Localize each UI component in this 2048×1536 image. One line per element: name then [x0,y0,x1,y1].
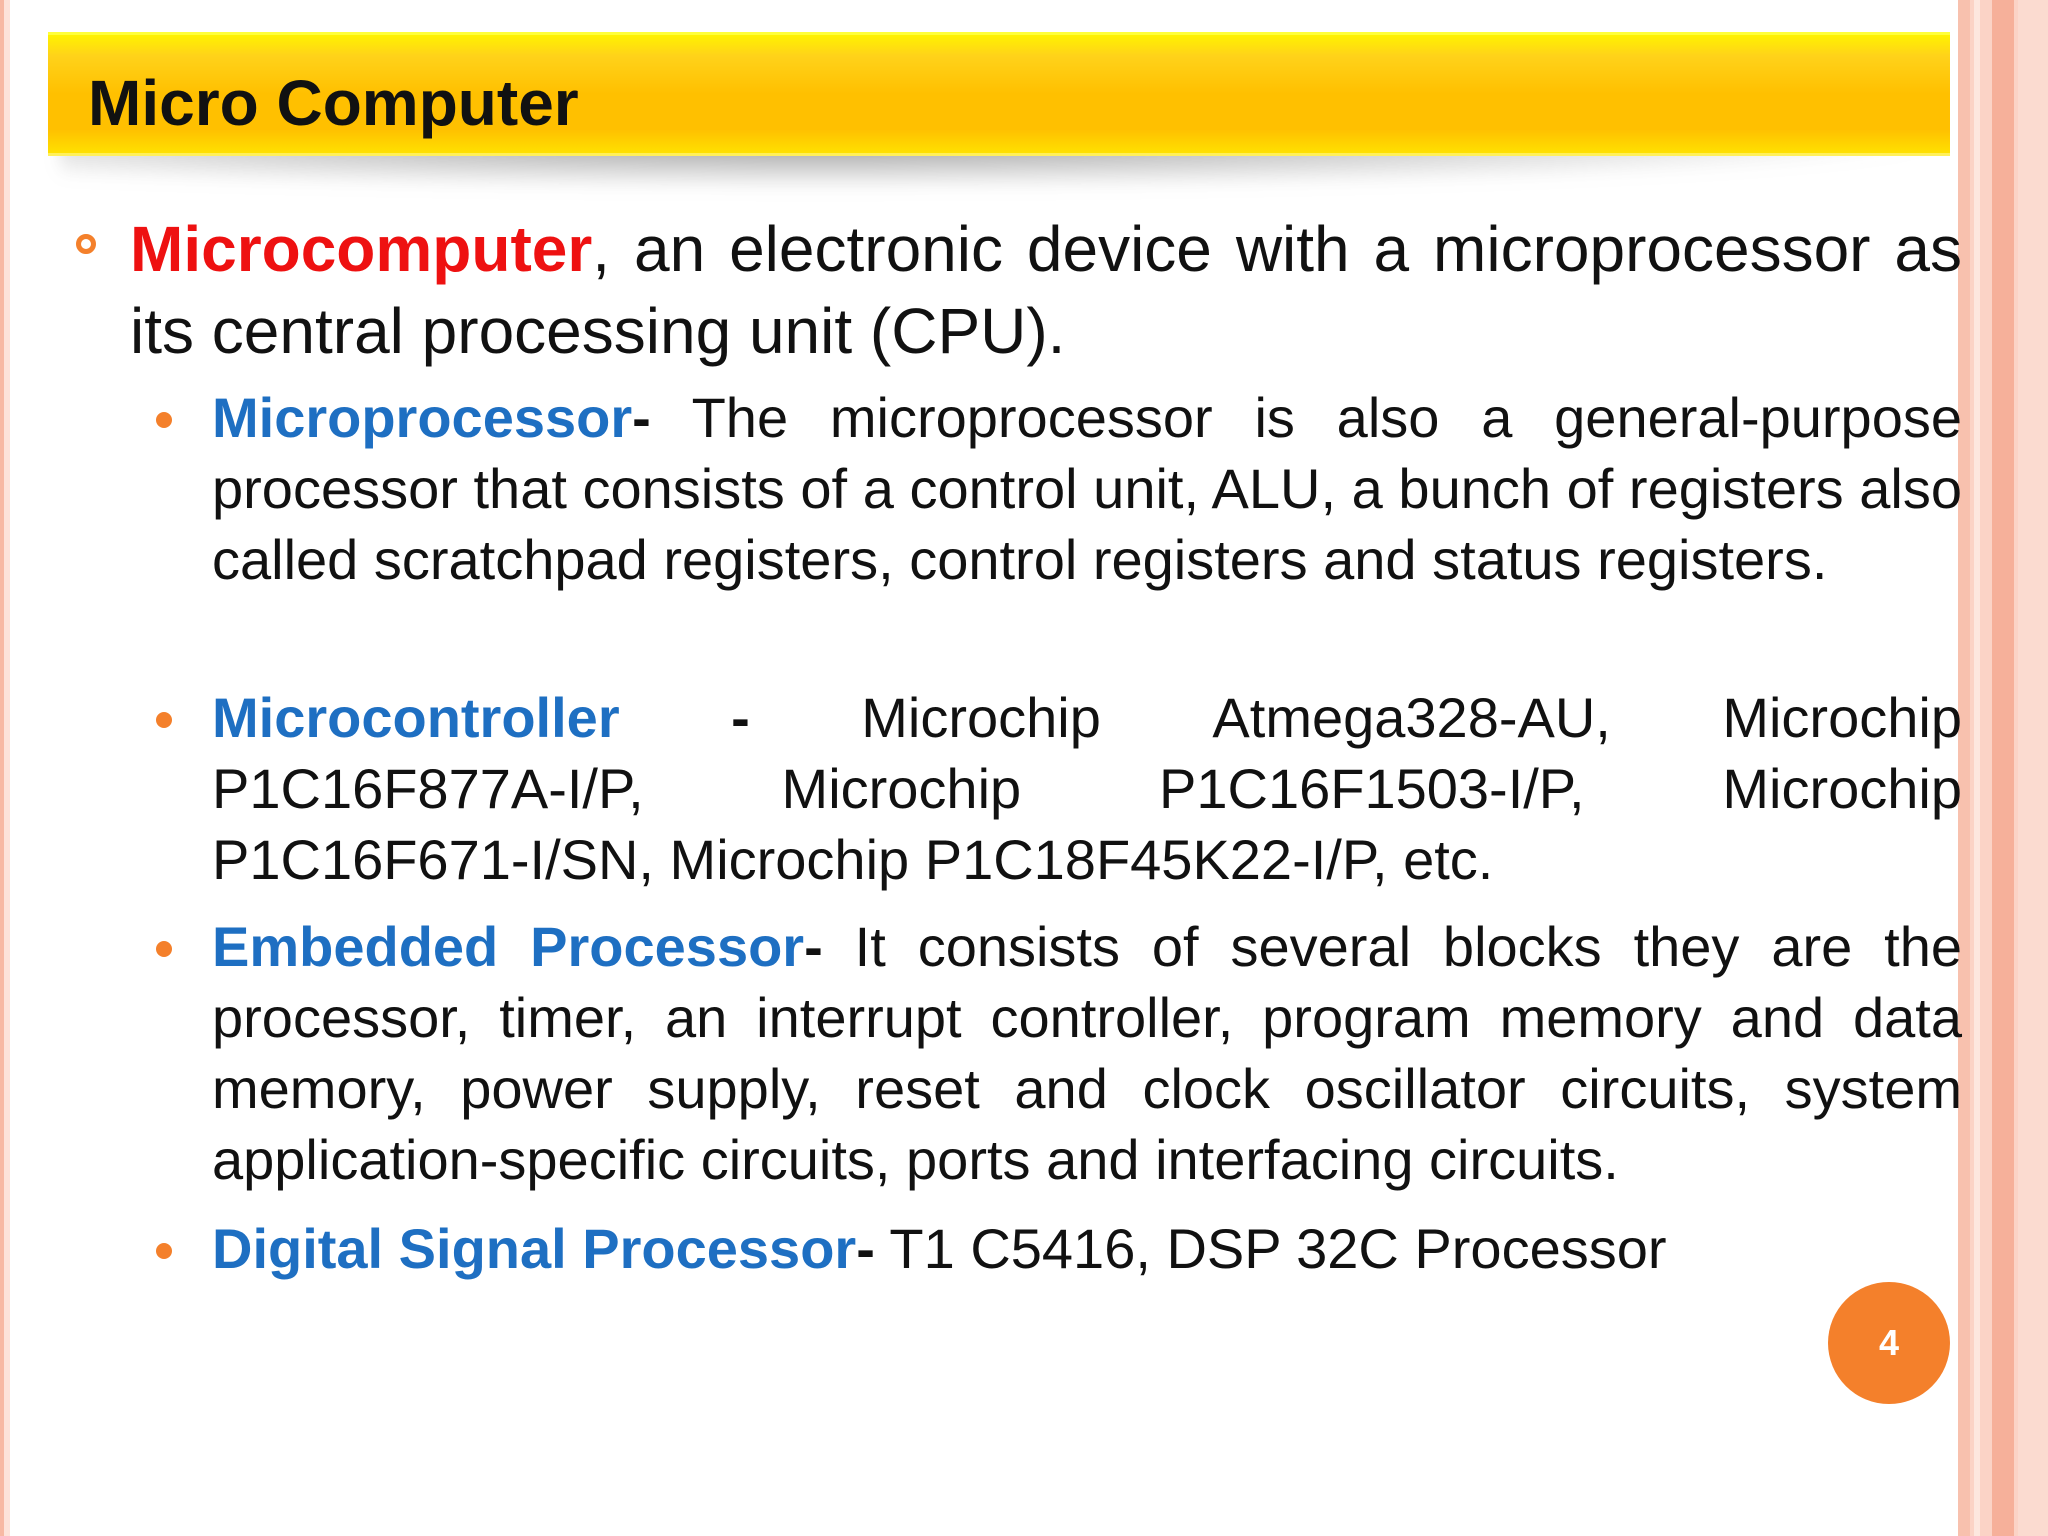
sub-point-separator: - [632,386,651,449]
sub-point-separator: - [731,686,750,749]
microcontroller-item: Atmega328-AU, [1212,686,1611,749]
sub-point-term: Microprocessor [212,386,633,449]
sub-point-dsp: Digital Signal Processor- T1 C5416, DSP … [212,1213,1962,1284]
sub-bullet-dot-icon [156,941,172,957]
right-stripe-3 [1992,0,2014,1536]
microcontroller-line-3: P1C16F671-I/SN, Microchip P1C18F45K22-I/… [212,828,1494,891]
microcontroller-item: Microchip [781,757,1022,820]
page-number-badge: 4 [1828,1282,1950,1404]
title-bar: Micro Computer [48,32,1950,156]
sub-bullet-dot-icon [156,412,172,428]
sub-bullet-dot-icon [156,1243,172,1259]
microcontroller-line-2: P1C16F877A-I/P, Microchip P1C16F1503-I/P… [212,753,1962,824]
sub-point-embedded-processor: Embedded Processor- It consists of sever… [212,911,1962,1195]
microcontroller-item: Microchip [1722,757,1962,820]
microcontroller-item: P1C16F877A-I/P, [212,757,644,820]
sub-point-text: The microprocessor is also a general-pur… [212,386,1962,591]
sub-point-term: Digital Signal Processor [212,1217,857,1280]
microcontroller-line-1: Microcontroller - Microchip Atmega328-AU… [212,682,1962,753]
sub-point-term: Embedded Processor [212,915,805,978]
main-point-text: , an electronic device with a microproce… [130,213,1962,367]
main-point: Microcomputer, an electronic device with… [130,208,1962,372]
sub-point-microcontroller: Microcontroller - Microchip Atmega328-AU… [212,682,1962,895]
microcontroller-item: P1C16F1503-I/P, [1159,757,1585,820]
sub-point-separator: - [856,1217,875,1280]
right-stripe-1 [1958,0,1970,1536]
sub-point-text: T1 C5416, DSP 32C Processor [874,1217,1667,1280]
slide-title: Micro Computer [88,67,579,139]
right-stripe-4 [2018,0,2048,1536]
right-stripe-2 [1974,0,1980,1536]
sub-bullet-dot-icon [156,712,172,728]
main-point-term: Microcomputer [130,213,593,285]
sub-point-separator: - [804,915,823,978]
left-decorative-stripe [0,0,10,1536]
right-decorative-band [1958,0,2048,1536]
sub-point-microprocessor: Microprocessor- The microprocessor is al… [212,382,1962,595]
sub-point-term: Microcontroller [212,686,620,749]
microcontroller-item: Microchip [1722,686,1962,749]
main-bullet-ring-icon [76,234,96,254]
microcontroller-item: Microchip [861,686,1101,749]
sub-point-text: It consists of several blocks they are t… [212,915,1963,1191]
